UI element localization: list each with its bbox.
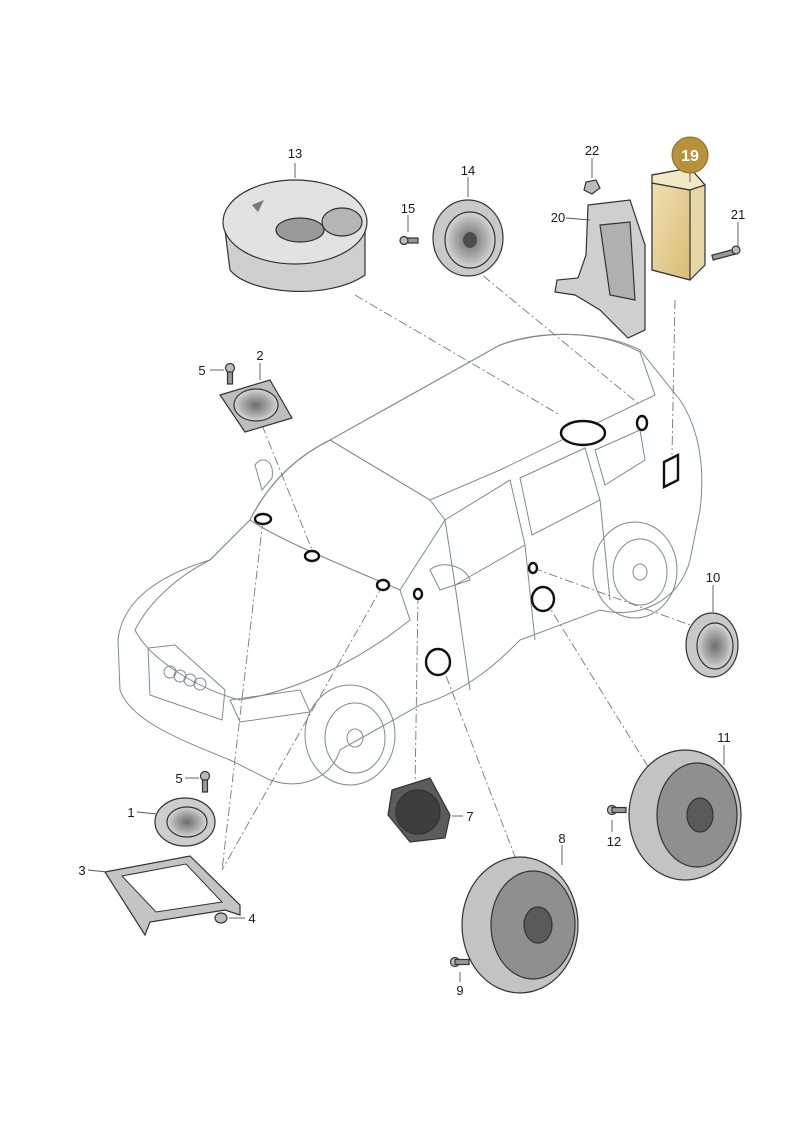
part-12-screw	[606, 804, 627, 816]
audi-rings-logo	[163, 665, 207, 691]
part-13-spare-wheel-subwoofer	[222, 179, 368, 293]
callout-5-lower: 5	[175, 771, 182, 786]
callout-13: 13	[288, 146, 302, 161]
part-22-nut	[583, 179, 601, 195]
part-9-screw	[449, 956, 470, 968]
callout-21: 21	[731, 207, 745, 222]
part-14-speaker	[432, 199, 504, 277]
part-4-nut	[214, 912, 228, 924]
part-20-bracket	[554, 199, 646, 339]
callout-4: 4	[248, 911, 255, 926]
callout-10: 10	[706, 570, 720, 585]
part-8-door-woofer	[461, 856, 579, 994]
callout-1: 1	[127, 805, 134, 820]
callout-11: 11	[717, 730, 731, 745]
callout-8: 8	[558, 831, 565, 846]
rear-wheel	[592, 521, 678, 619]
location-leader-lines	[221, 264, 691, 871]
callout-20: 20	[551, 210, 565, 225]
part-10-speaker	[685, 612, 739, 678]
callout-9: 9	[456, 983, 463, 998]
callout-leader-lines	[87, 158, 739, 982]
callout-19: 19	[681, 148, 699, 165]
callout-22: 22	[585, 143, 599, 158]
part-11-rear-woofer	[628, 749, 742, 881]
callout-15: 15	[401, 201, 415, 216]
callout-19-highlighted: 19	[671, 136, 709, 182]
callout-labels: 13 14 15 22 20 21 2 5 10 11 5 1 7 3 4 8 …	[78, 136, 745, 998]
callout-12: 12	[607, 834, 621, 849]
part-5-screw-upper	[224, 362, 236, 385]
part-7-speaker-module	[387, 777, 451, 843]
callout-7: 7	[466, 809, 473, 824]
part-3-mounting-frame	[104, 855, 241, 937]
callout-3: 3	[78, 863, 85, 878]
part-15-screw	[399, 235, 419, 246]
part-19-amplifier	[651, 167, 707, 281]
speaker-location-markers	[253, 414, 680, 677]
part-5-screw-lower	[199, 770, 211, 793]
callout-2: 2	[256, 348, 263, 363]
vehicle-body	[117, 333, 703, 786]
part-1-speaker	[154, 797, 216, 847]
callout-14: 14	[461, 163, 475, 178]
part-2-dash-speaker	[219, 379, 293, 433]
part-21-screw	[711, 245, 741, 261]
callout-5-upper: 5	[198, 363, 205, 378]
front-wheel	[304, 684, 396, 786]
